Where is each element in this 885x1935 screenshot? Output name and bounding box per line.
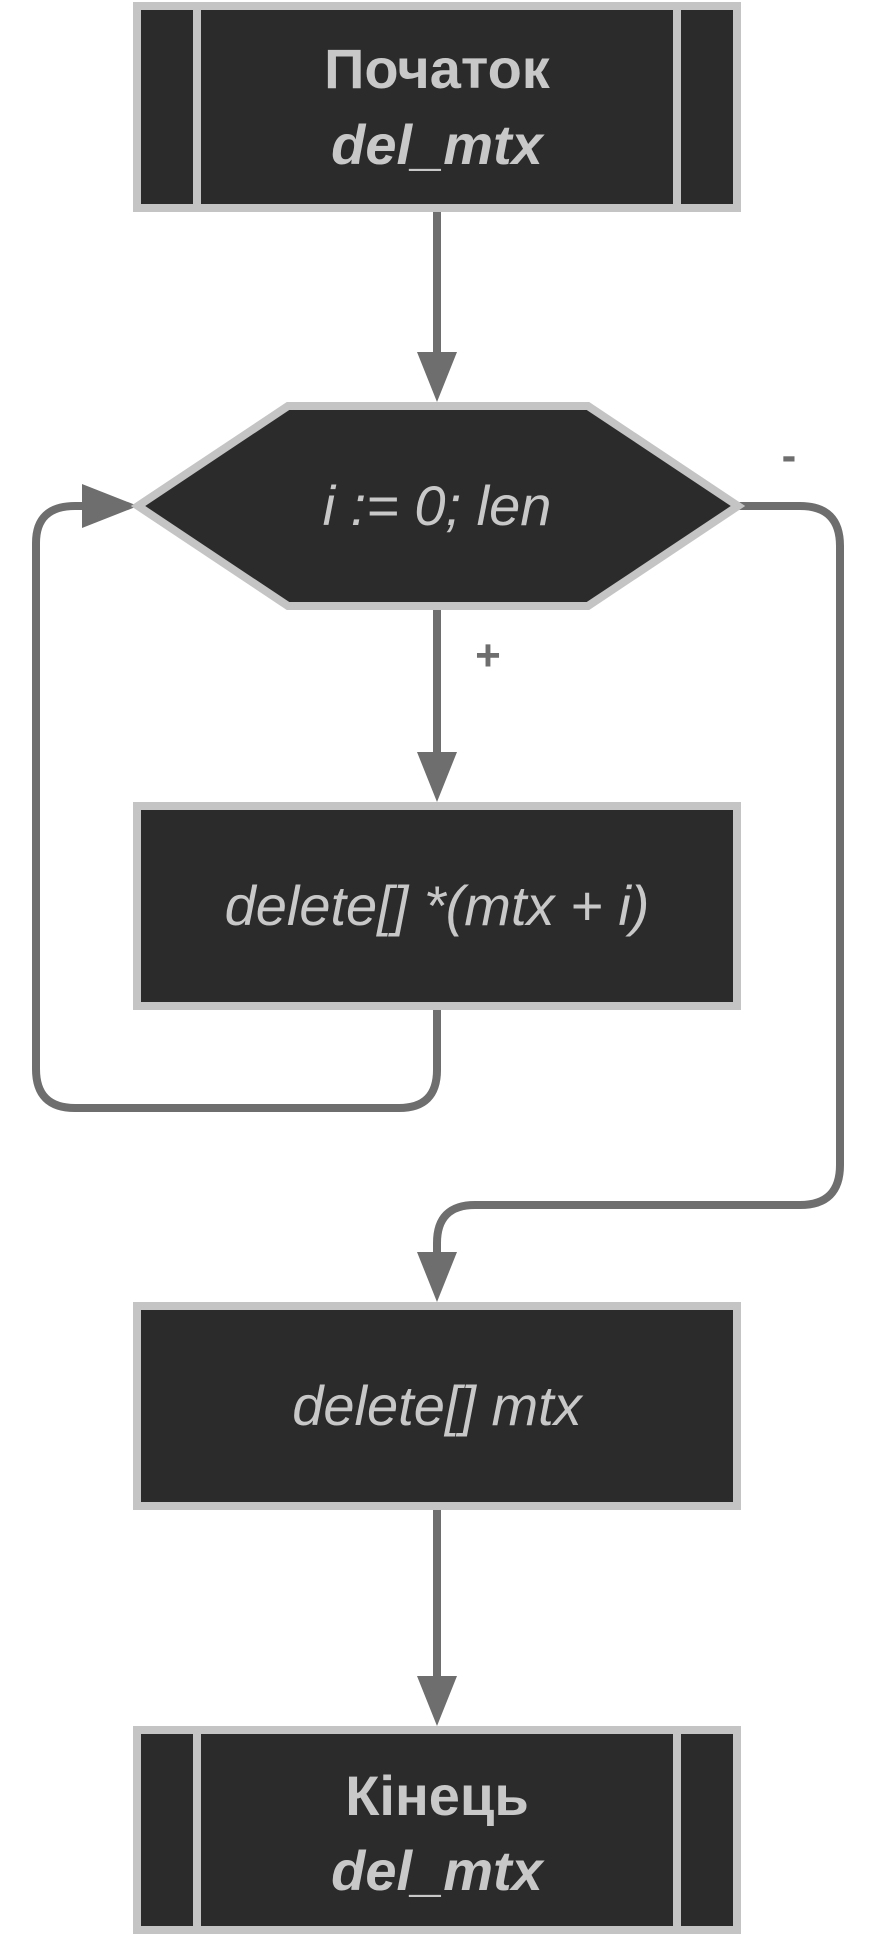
after-node: delete[] mtx <box>133 1302 741 1510</box>
start-node: Початок del_mtx <box>133 2 741 212</box>
loop-false-label: - <box>782 431 797 480</box>
start-title: Початок <box>324 37 551 100</box>
loop-node: i := 0; len <box>130 402 746 610</box>
loop-true-label: + <box>475 631 501 680</box>
end-node: Кінець del_mtx <box>133 1726 741 1934</box>
end-title: Кінець <box>345 1764 529 1827</box>
edge-loop-to-body <box>417 606 457 802</box>
loop-label: i := 0; len <box>323 474 552 537</box>
body-node: delete[] *(mtx + i) <box>133 802 741 1010</box>
start-subtitle: del_mtx <box>331 113 545 176</box>
edge-start-to-loop <box>417 208 457 402</box>
edge-loop-exit-to-after <box>417 502 844 1302</box>
edge-after-to-end <box>417 1506 457 1726</box>
edge-body-back-to-loop <box>32 484 441 1112</box>
body-label: delete[] *(mtx + i) <box>225 874 650 937</box>
after-label: delete[] mtx <box>292 1374 583 1437</box>
end-subtitle: del_mtx <box>331 1839 545 1902</box>
